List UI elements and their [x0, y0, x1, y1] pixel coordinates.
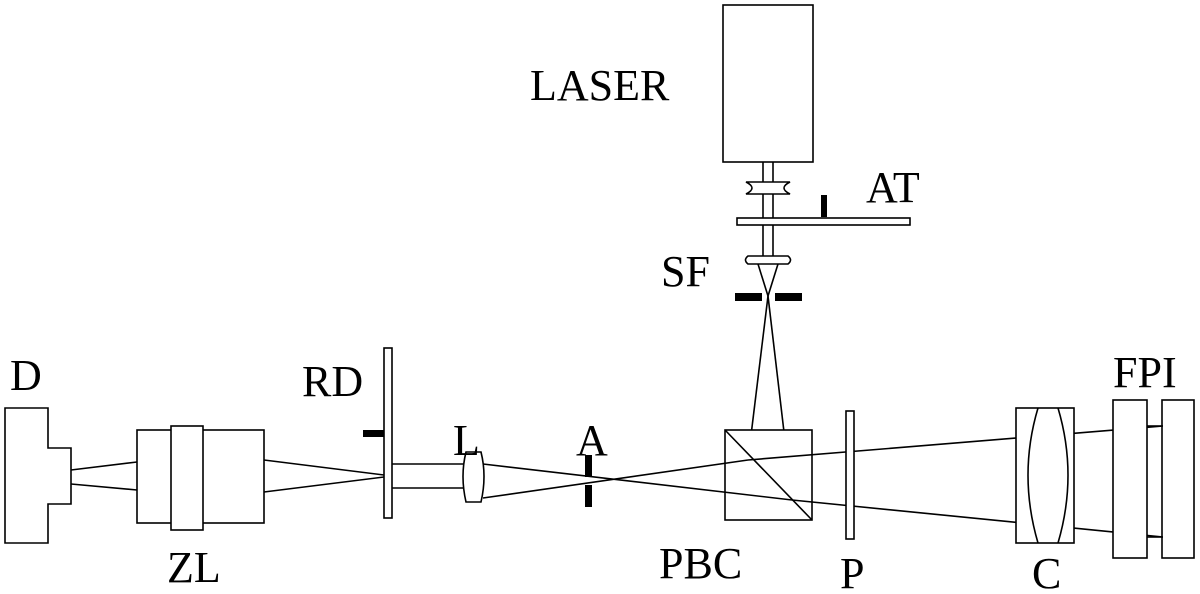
- attenuator-plate: [736, 217, 911, 226]
- diverging-lens-shape: [745, 181, 791, 195]
- diffuser-plate: [383, 347, 393, 519]
- label-rd: RD: [302, 357, 363, 406]
- label-zl: ZL: [167, 543, 221, 592]
- pbc-diagonal: [724, 429, 813, 521]
- zoom-lens-ring: [170, 425, 204, 531]
- spatial-filter-lens: [744, 255, 792, 265]
- cell-lens-right: [1057, 407, 1069, 544]
- laser-body: [722, 4, 814, 163]
- beam-lower-left: [482, 463, 793, 501]
- d-beam-bottom: [70, 483, 138, 491]
- label-d: D: [10, 351, 42, 400]
- cell-lens-left: [1027, 407, 1039, 544]
- label-sf: SF: [661, 247, 710, 296]
- zl-beam-top: [263, 459, 393, 477]
- label-c: C: [1032, 549, 1061, 594]
- fabry-perot-interferometer: [1112, 399, 1195, 559]
- cell-body: [1015, 407, 1075, 544]
- laser: [722, 4, 814, 163]
- aperture-bottom-block: [585, 485, 592, 507]
- label-pbc: PBC: [659, 539, 742, 588]
- diverging-lens: [745, 181, 791, 195]
- label-laser: LASER: [530, 61, 670, 110]
- lens: [462, 451, 485, 503]
- sf-converge-right: [767, 263, 779, 297]
- detector: [4, 407, 72, 544]
- aperture-top-block: [585, 455, 592, 477]
- vertical-beam: [762, 162, 774, 258]
- beam-upper-right: [747, 425, 1164, 461]
- sf-lens-shape: [744, 255, 792, 265]
- spatial-filter-pinhole: [735, 293, 802, 301]
- attenuator: [736, 195, 911, 226]
- cell: [1015, 407, 1075, 544]
- main-beams: [70, 425, 1164, 538]
- polarizer-plate: [845, 410, 855, 540]
- label-l: L: [453, 416, 480, 465]
- detector-body: [4, 407, 72, 544]
- zoom-lens: [136, 425, 265, 531]
- zl-beam-bottom: [263, 475, 393, 493]
- label-p: P: [840, 549, 864, 594]
- diffuser-block: [363, 430, 384, 437]
- label-fpi: FPI: [1113, 348, 1177, 397]
- aperture: [585, 455, 592, 507]
- label-a: A: [576, 416, 608, 465]
- label-at: AT: [866, 163, 920, 212]
- attenuator-block: [821, 195, 827, 217]
- polarizer: [845, 410, 855, 540]
- pinhole-right-block: [775, 293, 802, 301]
- d-beam-top: [70, 461, 138, 471]
- fpi-plate-left: [1112, 399, 1148, 559]
- fpi-plate-right: [1161, 399, 1195, 559]
- pinhole-left-block: [735, 293, 762, 301]
- polarizing-beam-cube: [724, 429, 813, 521]
- rotating-diffuser: [363, 347, 393, 519]
- lens-shape: [462, 451, 485, 503]
- sf-converge-left: [757, 263, 769, 297]
